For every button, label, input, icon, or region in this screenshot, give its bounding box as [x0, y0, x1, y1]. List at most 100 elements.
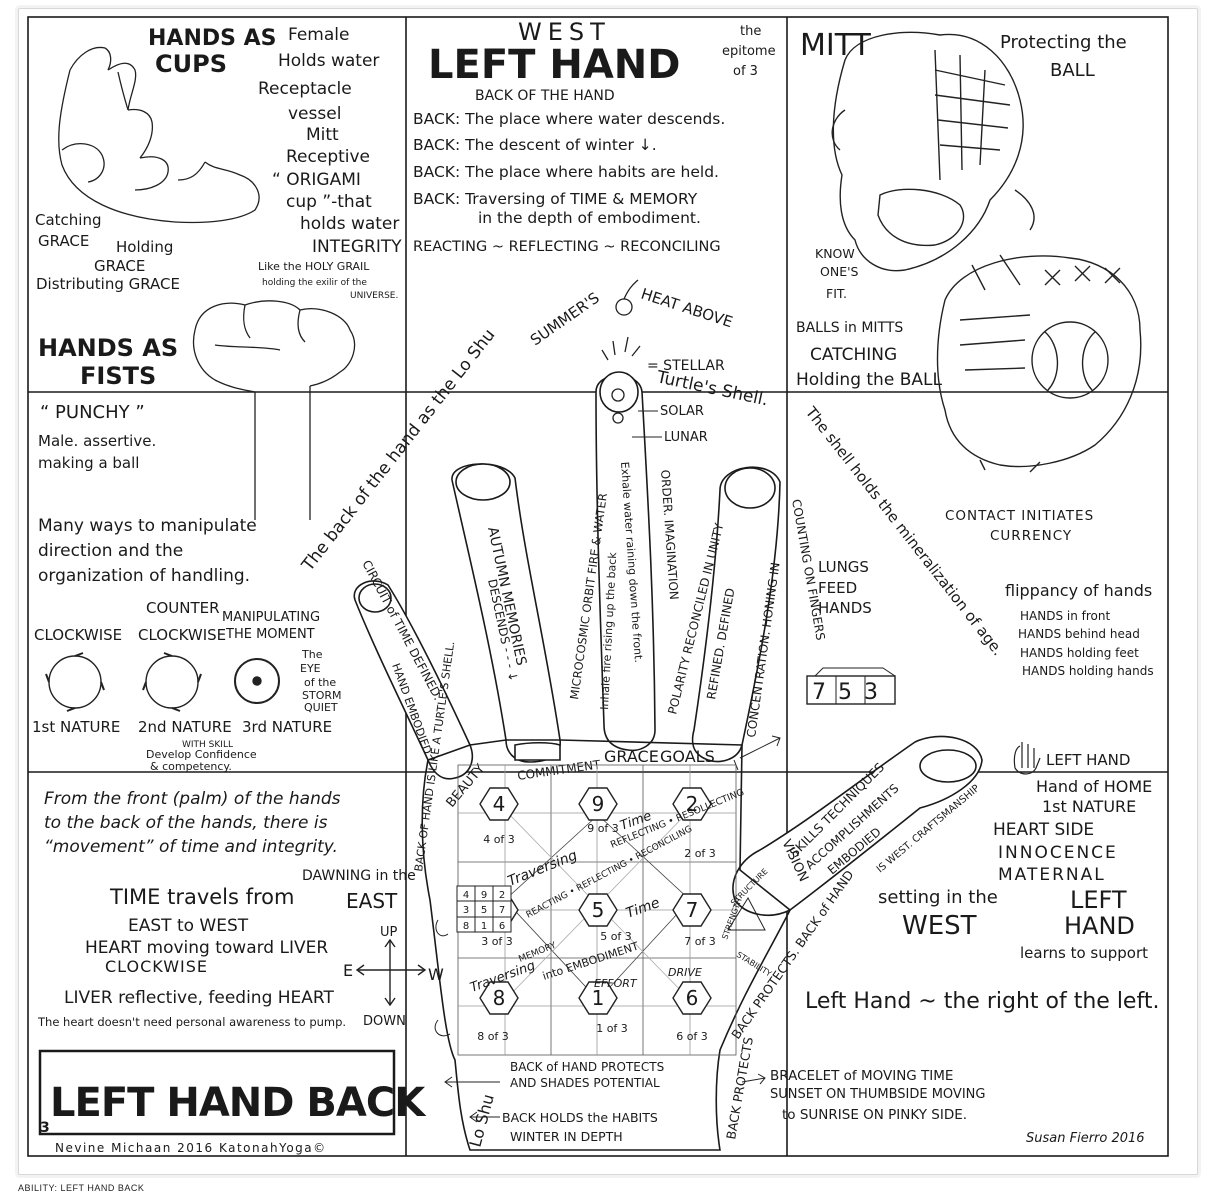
pinky-finger	[353, 580, 474, 780]
grace-label: GRACE	[604, 747, 659, 766]
cell-2-hex	[672, 787, 712, 821]
cell-5-num: 5	[592, 898, 605, 922]
counter-1: CLOCKWISE	[138, 626, 226, 644]
fists-title-1: HANDS AS	[38, 334, 178, 362]
cell-2-num: 2	[686, 792, 699, 816]
time-movement-panel: From the front (palm) of the hands to th…	[37, 789, 444, 1155]
grace-2: Holding	[116, 238, 173, 256]
compass-icon	[355, 938, 427, 1007]
contact-panel: CONTACT INITIATES CURRENCY LUNGS FEED HA…	[806, 508, 1154, 705]
ls-label-2: Traversing	[506, 847, 580, 889]
order-imagination: ORDER. IMAGINATION	[658, 469, 681, 600]
back-protects-0: BACK of HAND PROTECTS	[510, 1060, 664, 1074]
baseball-glove-drawing	[831, 31, 1035, 291]
time-2: HEART moving toward LIVER	[85, 938, 328, 958]
ring-knuckle	[514, 741, 561, 761]
index-nail	[724, 467, 776, 509]
cell-6-hex	[672, 981, 712, 1015]
nature-circles	[45, 652, 280, 712]
cups-list-2: Receptacle	[258, 79, 352, 99]
signature: Susan Fierro 2016	[1026, 1131, 1145, 1146]
know-1: ONE'S	[820, 264, 859, 279]
cups-title-2: CUPS	[155, 50, 227, 78]
cell-5-hex	[578, 893, 618, 927]
left-hand-back-num: 3	[40, 1120, 50, 1136]
epitome-2: of 3	[733, 64, 758, 79]
setting-1: setting in the	[878, 887, 998, 908]
manip-0: MANIPULATING	[222, 610, 320, 625]
middle-finger	[595, 374, 656, 752]
clockwise-circle	[48, 655, 102, 709]
cups-title-1: HANDS AS	[148, 26, 277, 51]
left-hand-back-title: LEFT HAND BACK	[50, 1080, 427, 1126]
lungs-2: HANDS	[818, 599, 872, 617]
know-2: FIT.	[826, 286, 847, 301]
compass-e: E	[343, 961, 353, 980]
cell-9-sub: 9 of 3	[587, 822, 619, 835]
male-line-2: making a ball	[38, 454, 139, 472]
heat-above-label: HEAT ABOVE	[639, 285, 735, 332]
ring-nail	[455, 463, 511, 501]
cell-8-hex	[479, 981, 519, 1015]
know-0: KNOW	[815, 246, 855, 261]
skill-0: WITH SKILL	[182, 740, 233, 750]
west-label: WEST	[518, 18, 611, 46]
grail-2: UNIVERSE.	[350, 291, 398, 301]
flip-1: HANDS behind head	[1018, 627, 1140, 641]
goals-label: GOALS	[660, 747, 715, 766]
cell-1-num: 1	[592, 986, 605, 1010]
eye-3: STORM	[302, 689, 342, 702]
cups-list-3: vessel	[288, 104, 341, 124]
contact-2: CURRENCY	[990, 528, 1072, 544]
contact-1: CONTACT INITIATES	[945, 508, 1094, 524]
cups-list-0: Female	[288, 25, 349, 45]
back-holds-0: BACK HOLDS the HABITS	[502, 1110, 658, 1125]
cell-7-sub: 7 of 3	[684, 935, 716, 948]
cell-8-num: 8	[493, 986, 506, 1010]
protect-line-1: Protecting the	[1000, 32, 1127, 53]
mini-7: 1	[481, 921, 487, 932]
shell-mineralization: The shell holds the mineralization of ag…	[801, 403, 1007, 659]
compass-down: DOWN	[363, 1014, 406, 1029]
bracelet-2: to SUNRISE ON PINKY SIDE.	[782, 1107, 967, 1123]
setting-2: WEST	[902, 911, 977, 941]
index-finger	[691, 466, 781, 763]
cell-1-hex	[578, 981, 618, 1015]
dawning-1: EAST	[346, 889, 398, 913]
back-holds-panel: Lo Shu BACK of HAND PROTECTS AND SHADES …	[434, 919, 756, 1149]
small-hand-icon	[1013, 742, 1041, 775]
protect-line-2: BALL	[1050, 60, 1095, 81]
cell-4-sub: 4 of 3	[483, 833, 515, 846]
back-protects-1: AND SHADES POTENTIAL	[510, 1076, 660, 1090]
eye-4: QUIET	[304, 701, 338, 714]
cell-7-hex	[672, 893, 712, 927]
lunar-label: LUNAR	[664, 430, 708, 445]
punchy-panel: “ PUNCHY ” Male. assertive. making a bal…	[32, 402, 342, 773]
counter-clockwise-circle	[145, 655, 199, 709]
west-left-hand-panel: WEST LEFT HAND the epitome of 3 BACK OF …	[413, 18, 776, 255]
cups-list-4: Mitt	[306, 125, 339, 145]
compass-up: UP	[380, 925, 398, 940]
epitome-1: epitome	[722, 44, 776, 59]
cell-7-num: 7	[686, 898, 699, 922]
swirl-arrow-icon	[434, 919, 451, 1037]
lo-shu-square: 4 9 2 3 5 7 8 1 6 4 of 3 9 of 3 2 of 3 3…	[456, 764, 773, 1056]
compass-w: W	[428, 965, 444, 984]
flip-2: HANDS holding feet	[1020, 646, 1139, 660]
home-1: 1st NATURE	[1042, 797, 1136, 816]
cell-1-sub: 1 of 3	[596, 1022, 628, 1035]
front-0: From the front (palm) of the hands	[44, 789, 341, 809]
cell-5-sub: 5 of 3	[600, 930, 632, 943]
fist-drawing	[192, 300, 356, 520]
home-4: MATERNAL	[998, 865, 1106, 885]
skill-2: & competency.	[150, 760, 232, 773]
ls-label-9: DRIVE	[668, 966, 702, 979]
ls-label-8: EFFORT	[594, 977, 638, 990]
grid-lines	[27, 16, 1169, 1157]
eye-circle-inner	[252, 676, 262, 686]
nature-2: 2nd NATURE	[138, 718, 232, 736]
back-of-hand-subtitle: BACK OF THE HAND	[475, 88, 615, 104]
cupped-hand-drawing	[58, 46, 260, 224]
lo-shu-mini-grid: 4 9 2 3 5 7 8 1 6	[456, 885, 512, 933]
cell-4-num: 4	[493, 792, 506, 816]
